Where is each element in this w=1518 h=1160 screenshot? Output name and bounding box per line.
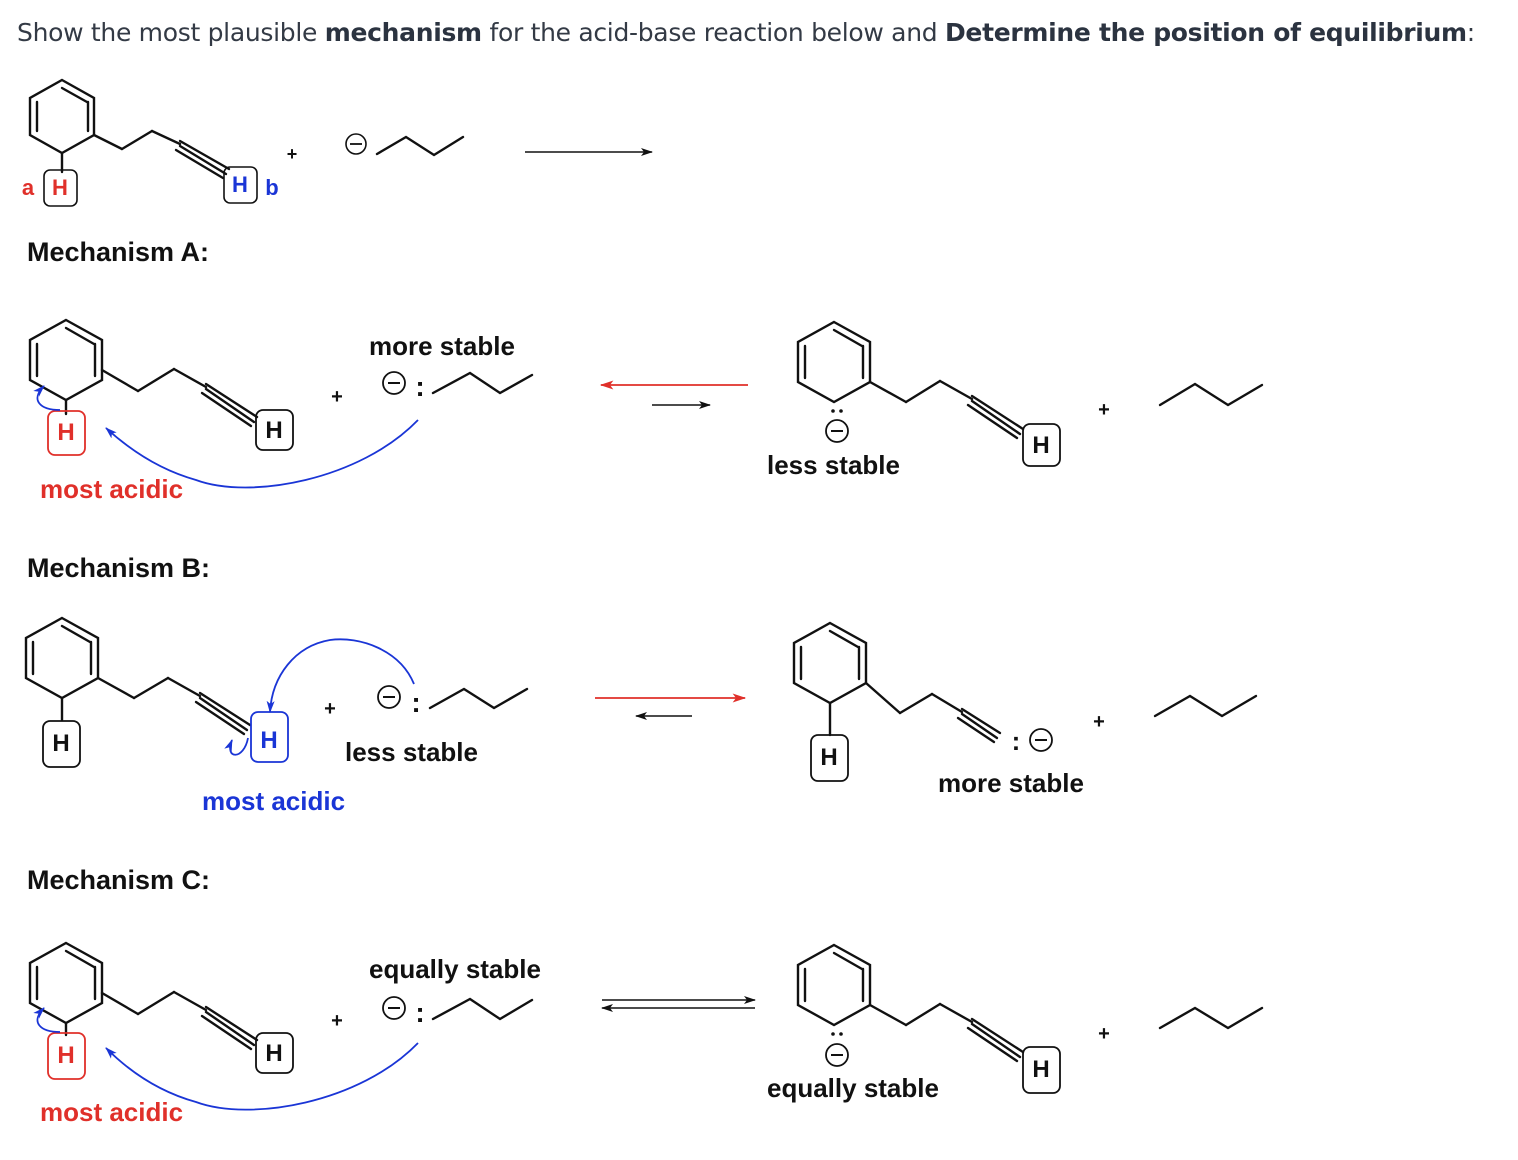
mechanism-a-plus-2: +: [1098, 399, 1110, 421]
mechanism-b-product-label: more stable: [938, 768, 1084, 798]
mechanism-b-plus-2: +: [1093, 711, 1105, 733]
mechanism-a-acid-label: most acidic: [40, 474, 184, 504]
mechanism-b-attack-arrow: [266, 638, 415, 713]
mechanism-b-plus-1: +: [324, 698, 336, 720]
mechanism-a-attack-arrow: [105, 419, 419, 489]
question-text: Show the most plausible mechanism for th…: [17, 18, 1475, 47]
top-reactant-alkyne: [28, 78, 231, 180]
mechanism-c-product-hydrogen: H: [1032, 1056, 1049, 1083]
question-suffix: :: [1466, 18, 1475, 47]
site-b-label: b: [265, 175, 278, 200]
mechanism-b-acetylide-product: [792, 621, 1002, 744]
mechanism-a-base-label: more stable: [369, 331, 515, 361]
mechanism-a-alkyne-hydrogen-box: [255, 409, 294, 451]
mechanism-a-bond-arrow: [33, 385, 61, 411]
mechanism-b-base: :: [377, 685, 529, 718]
mechanism-c-base: :: [382, 996, 534, 1028]
mechanism-b-bond-arrow: [224, 737, 249, 756]
mechanism-a-plus-1: +: [331, 386, 343, 408]
mechanism-a-product-hydrogen: H: [1032, 432, 1049, 459]
mechanism-a-product-hydrogen-box: [1022, 423, 1061, 467]
mechanism-c-alkyne-hydrogen: H: [265, 1040, 282, 1067]
mechanism-b-product-hydrogen: H: [820, 744, 837, 771]
mechanism-b-aryl-hydrogen-box: [42, 720, 81, 768]
mechanism-c-attack-arrow: [105, 1042, 419, 1111]
top-plus-sign: +: [287, 144, 298, 164]
mechanism-c-product-label: equally stable: [767, 1073, 939, 1103]
mechanism-c-phenoxide-product: [796, 943, 1025, 1063]
mechanism-c-propane: [1158, 1006, 1264, 1030]
mechanism-c-alkyne-hydrogen-box: [255, 1032, 294, 1074]
mechanism-b-acidic-hydrogen: H: [260, 727, 277, 754]
site-a-hydrogen: H: [52, 175, 68, 200]
site-a-hydrogen-box: [43, 169, 78, 207]
mechanism-b-acid-label: most acidic: [202, 786, 346, 816]
svg-text::: :: [411, 687, 420, 718]
site-a-label: a: [22, 175, 35, 200]
mechanism-b-product-hydrogen-box: [810, 734, 849, 782]
question-bold-mechanism: mechanism: [324, 18, 482, 47]
mechanism-c-bond-arrow: [33, 1007, 61, 1033]
mechanism-a-alkyne-hydrogen: H: [265, 417, 282, 444]
mechanism-b-acid-molecule: [24, 616, 252, 736]
mechanism-c-acidic-hydrogen: H: [57, 1042, 74, 1069]
mechanism-b-aryl-hydrogen: H: [52, 730, 69, 757]
svg-text::: :: [415, 997, 424, 1028]
mechanism-a-base: :: [382, 371, 534, 402]
question-middle: for the acid-base reaction below and: [481, 18, 945, 47]
mechanism-c-plus-2: +: [1098, 1023, 1110, 1045]
mechanism-a-acidic-hydrogen: H: [57, 419, 74, 446]
mechanism-a-acidic-hydrogen-box: [47, 410, 86, 456]
mechanism-c-plus-1: +: [331, 1010, 343, 1032]
site-b-hydrogen: H: [232, 172, 248, 197]
mechanism-c-base-label: equally stable: [369, 954, 541, 984]
mechanism-c-heading: Mechanism C:: [27, 865, 211, 895]
mechanism-b-product-anion: :: [1012, 726, 1053, 756]
mechanism-b-heading: Mechanism B:: [27, 553, 211, 583]
mechanism-c-acidic-hydrogen-box: [47, 1032, 86, 1080]
mechanism-c-acid-label: most acidic: [40, 1097, 184, 1127]
question-prefix: Show the most plausible: [17, 18, 325, 47]
svg-text::: :: [415, 371, 424, 402]
mechanism-a-phenoxide-product: [796, 320, 1025, 440]
mechanism-b-propane: [1153, 694, 1258, 718]
mechanism-a-product-label: less stable: [767, 450, 900, 480]
mechanism-c-product-anion: [825, 1032, 849, 1067]
top-base-propyl-anion: [345, 133, 465, 157]
mechanism-a-heading: Mechanism A:: [27, 237, 210, 267]
mechanism-a-product-anion: [825, 409, 849, 443]
site-b-hydrogen-box: [223, 166, 258, 204]
mechanism-b-base-label: less stable: [345, 737, 478, 767]
mechanism-a-propane: [1158, 382, 1264, 407]
question-bold-equilibrium: Determine the position of equilibrium: [944, 18, 1467, 47]
mechanism-c-product-hydrogen-box: [1022, 1046, 1061, 1094]
svg-text::: :: [1012, 726, 1021, 756]
